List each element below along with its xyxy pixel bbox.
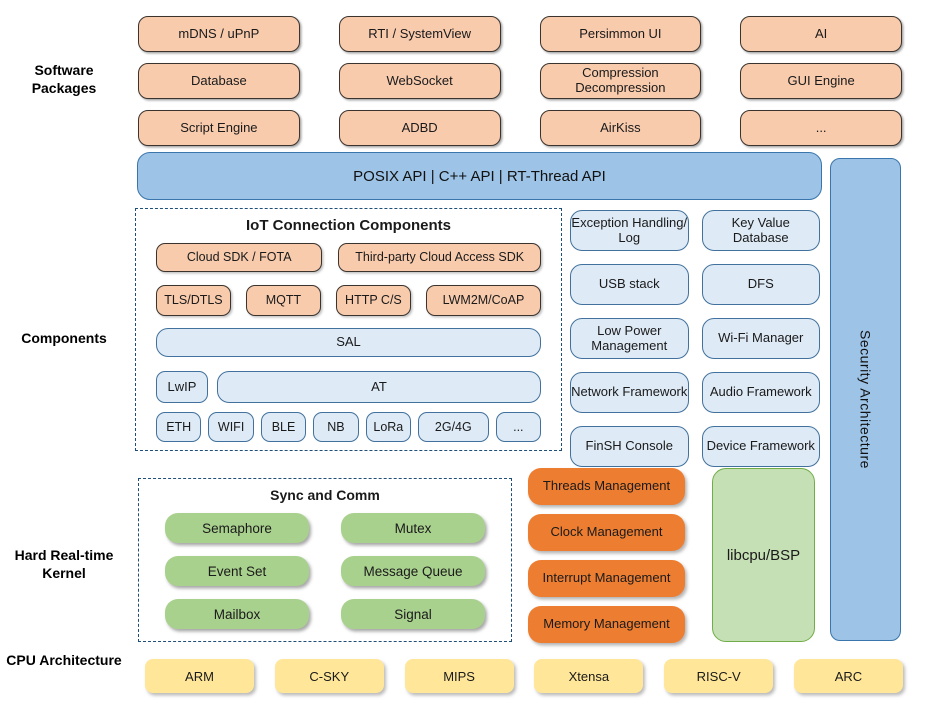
component-box-6: Network Framework — [570, 372, 689, 413]
software-package-6: Compression Decompression — [539, 63, 702, 99]
iot-cloud-row: Cloud SDK / FOTA Third-party Cloud Access… — [156, 243, 541, 273]
iot-protocol-row: TLS/DTLS MQTT HTTP C/S LWM2M/CoAP — [156, 285, 541, 316]
sync-box-item-1: Mutex — [341, 513, 485, 543]
label-software-packages: Software Packages — [31, 62, 97, 96]
component-box-8: FinSH Console — [570, 426, 689, 467]
software-packages-grid: mDNS / uPnP RTI / SystemView Persimmon UI A… — [138, 16, 902, 146]
component-box-2: USB stack — [570, 264, 689, 305]
link-box-0: ETH — [156, 411, 202, 442]
link-box-6: ... — [495, 411, 542, 442]
cpu-box-4: RISC-V — [664, 659, 774, 693]
label-hard-realtime-kernel: Hard Real-time Kernel — [14, 547, 114, 581]
component-box-9: Device Framework — [701, 426, 820, 467]
software-package-5: WebSocket — [338, 63, 501, 99]
sync-box-item-2: Event Set — [165, 556, 309, 586]
sync-and-comm-title: Sync and Comm — [270, 487, 380, 503]
component-box-5: Wi-Fi Manager — [701, 318, 820, 359]
api-bar: POSIX API | C++ API | RT-Thread API — [137, 152, 822, 200]
software-package-4: Database — [138, 63, 300, 99]
label-cpu-architecture: CPU Architecture — [6, 652, 122, 668]
software-package-11: ... — [740, 110, 902, 146]
component-box-7: Audio Framework — [701, 372, 820, 413]
software-package-9: ADBD — [338, 110, 501, 146]
software-package-1: RTI / SystemView — [338, 16, 501, 52]
sync-box-item-0: Semaphore — [165, 513, 309, 543]
cpu-box-5: ARC — [793, 659, 903, 693]
management-box-2: Interrupt Management — [528, 560, 685, 597]
management-box-1: Clock Management — [528, 514, 685, 551]
lwip-box: LwIP — [156, 371, 208, 403]
component-box-0: Exception Handling/ Log — [570, 210, 689, 251]
iot-cloud-box-0: Cloud SDK / FOTA — [156, 243, 323, 273]
cpu-box-2: MIPS — [404, 659, 514, 693]
software-package-3: AI — [740, 16, 902, 52]
management-box-0: Threads Management — [528, 468, 685, 505]
iot-connection-components-box: IoT Connection Components Cloud SDK / FO… — [135, 208, 562, 451]
sync-box-item-4: Mailbox — [165, 599, 309, 629]
components-grid: Exception Handling/ Log Key Value Databas… — [570, 210, 820, 467]
at-row: LwIP AT — [156, 371, 541, 403]
iot-protocol-box-0: TLS/DTLS — [156, 285, 231, 316]
at-box: AT — [217, 371, 541, 403]
security-architecture-label: Security Architecture — [857, 330, 874, 469]
sal-bar: SAL — [156, 327, 541, 358]
cpu-box-1: C-SKY — [274, 659, 384, 693]
link-box-5: 2G/4G — [418, 411, 489, 442]
cpu-box-3: Xtensa — [534, 659, 644, 693]
link-box-3: NB — [313, 411, 359, 442]
software-package-2: Persimmon UI — [539, 16, 702, 52]
iot-title: IoT Connection Components — [246, 217, 451, 234]
link-box-2: BLE — [260, 411, 307, 442]
sync-box-item-3: Message Queue — [341, 556, 485, 586]
iot-protocol-box-3: LWM2M/CoAP — [425, 285, 541, 316]
component-box-4: Low Power Management — [570, 318, 689, 359]
component-box-3: DFS — [701, 264, 820, 305]
link-box-1: WIFI — [208, 411, 254, 442]
security-architecture-bar: Security Architecture — [830, 158, 901, 641]
management-box-3: Memory Management — [528, 606, 685, 643]
iot-protocol-box-1: MQTT — [245, 285, 321, 316]
iot-protocol-box-2: HTTP C/S — [335, 285, 411, 316]
software-package-0: mDNS / uPnP — [138, 16, 300, 52]
cpu-architecture-row: ARM C-SKY MIPS Xtensa RISC-V ARC — [145, 659, 903, 693]
iot-cloud-box-1: Third-party Cloud Access SDK — [338, 243, 541, 273]
api-bar-label: POSIX API | C++ API | RT-Thread API — [353, 167, 606, 185]
link-box-4: LoRa — [365, 411, 412, 442]
component-box-1: Key Value Database — [701, 210, 820, 251]
software-package-8: Script Engine — [138, 110, 300, 146]
label-components: Components — [21, 330, 107, 346]
software-package-10: AirKiss — [539, 110, 702, 146]
cpu-box-0: ARM — [145, 659, 254, 693]
sync-box-item-5: Signal — [341, 599, 485, 629]
software-package-7: GUI Engine — [740, 63, 902, 99]
libcpu-bsp-box: libcpu/BSP — [712, 468, 815, 642]
